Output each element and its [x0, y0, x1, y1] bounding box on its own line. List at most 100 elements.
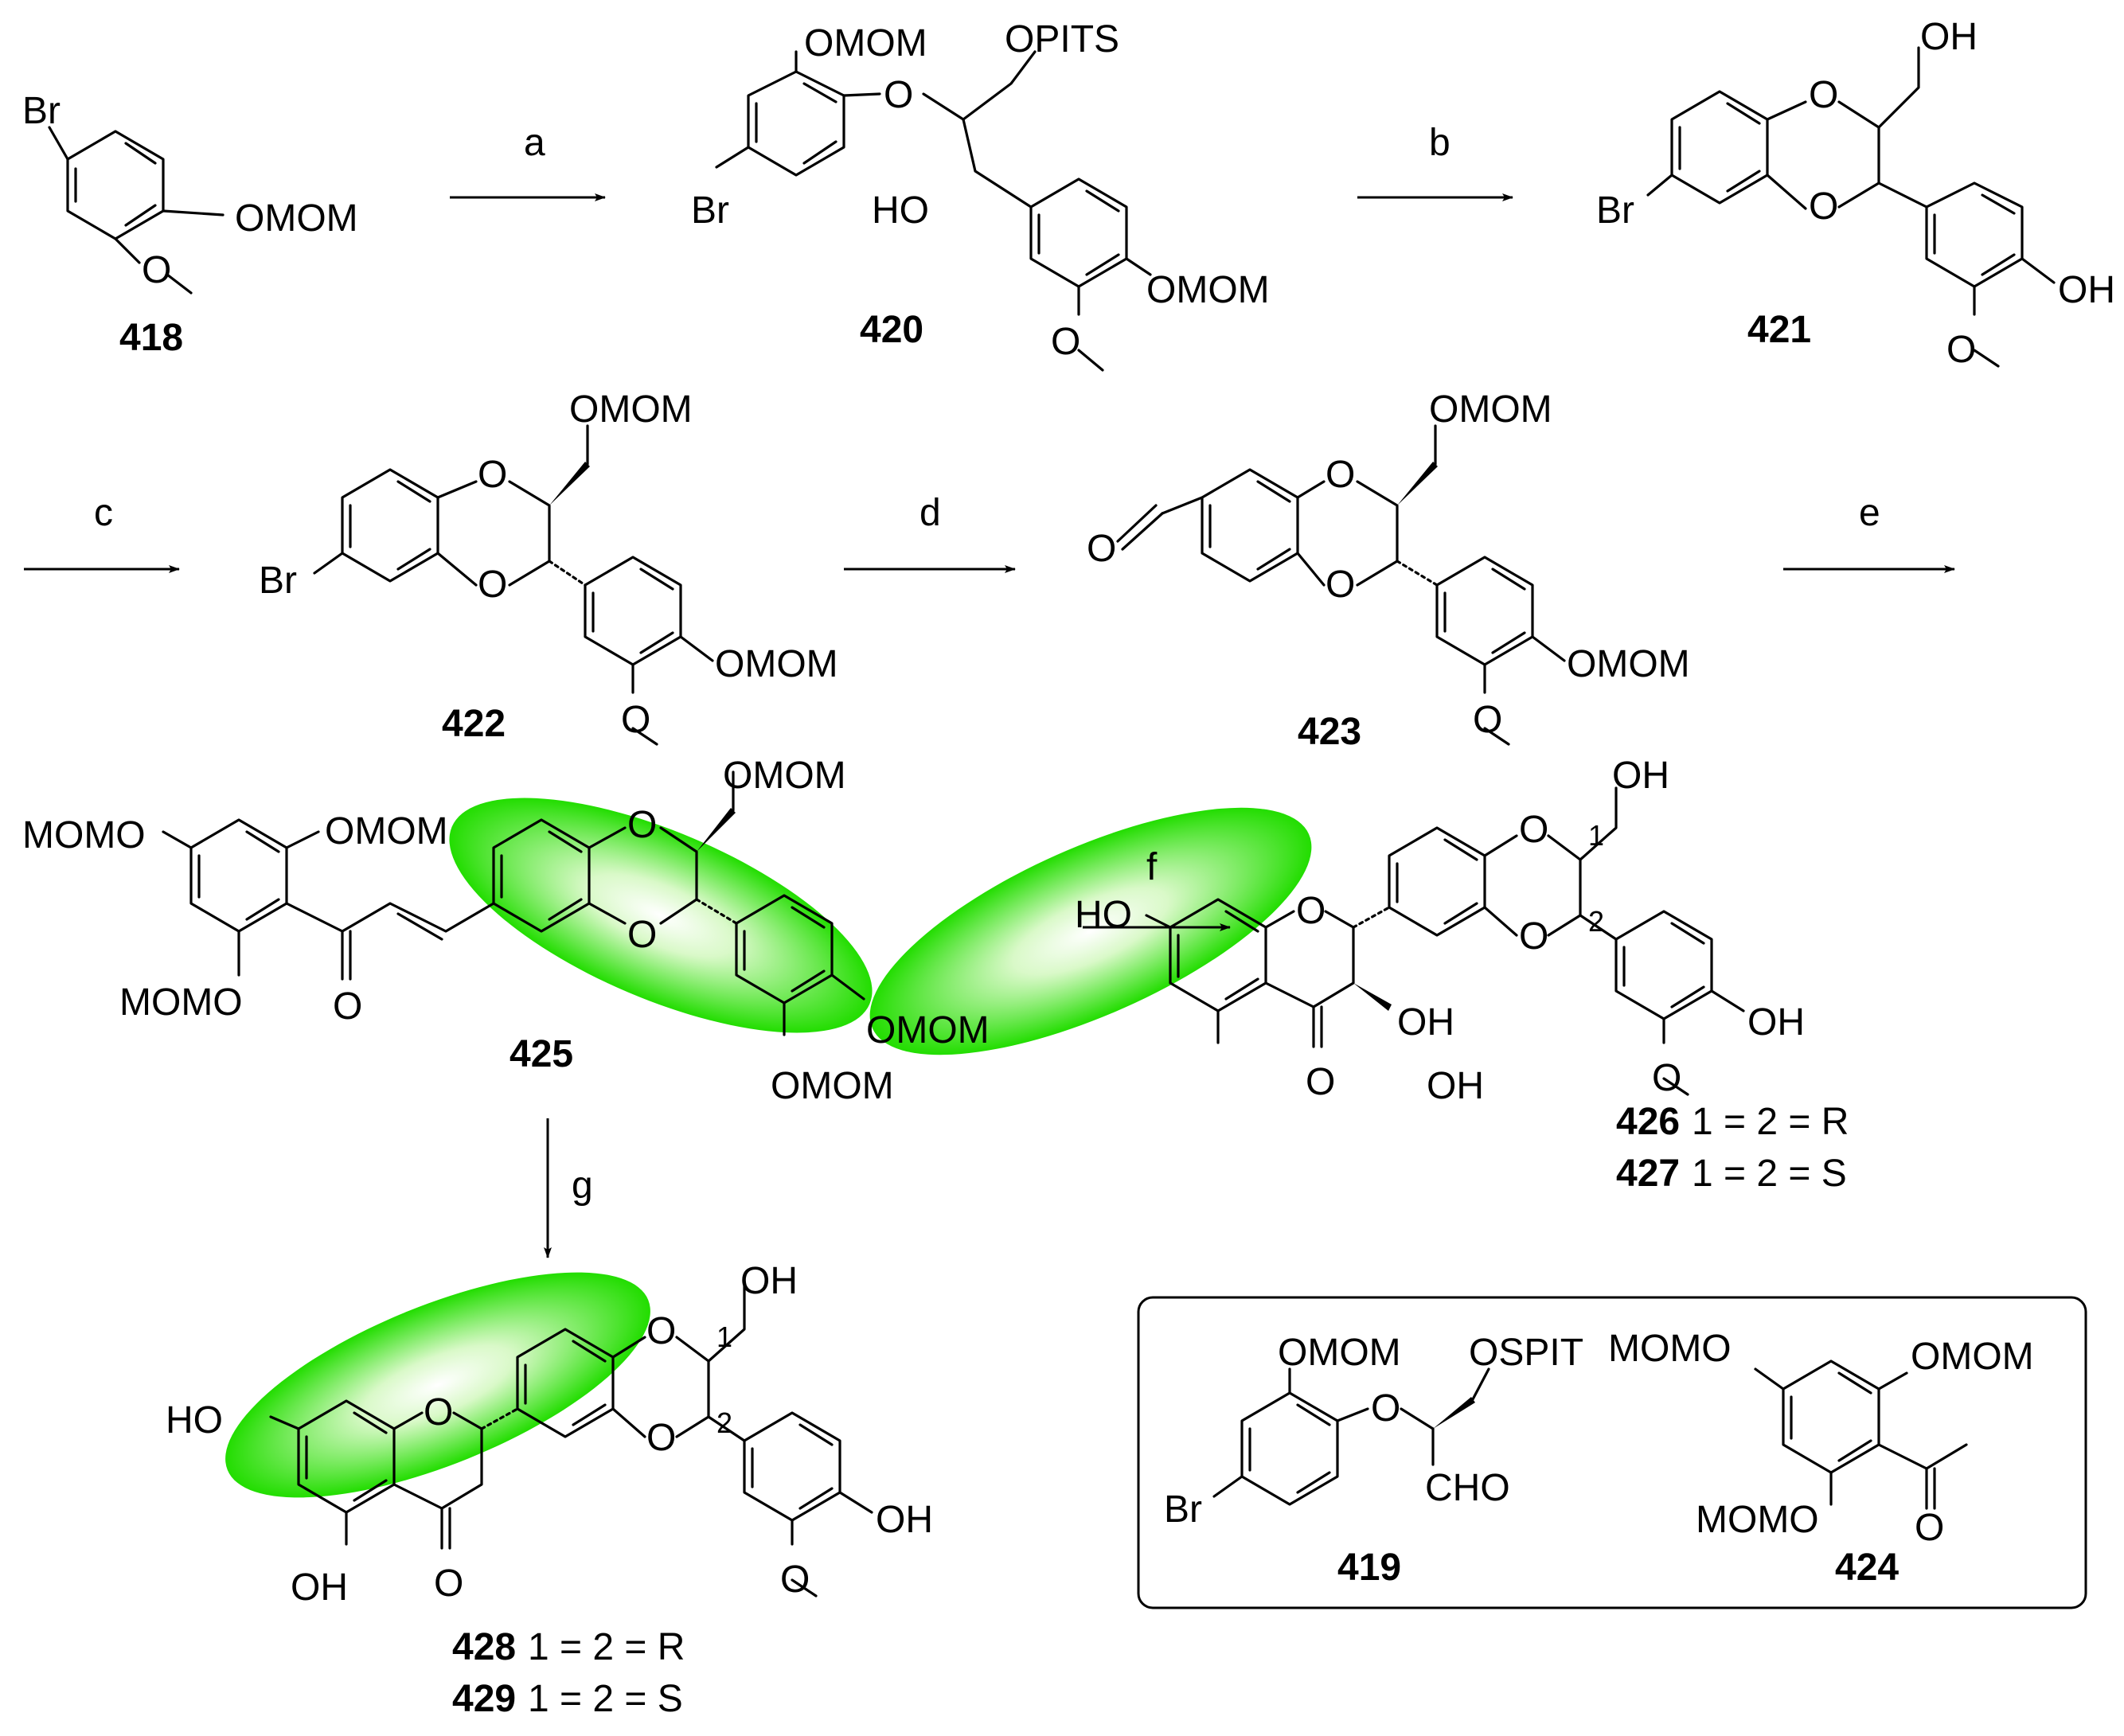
ether-o-label: O: [884, 74, 913, 116]
omom-top-label: OMOM: [804, 22, 927, 64]
stereo-assignment: 1 = 2 = S: [528, 1678, 683, 1720]
stereo-label-2: 2: [716, 1406, 732, 1439]
compound-number: 427: [1616, 1153, 1680, 1195]
compound-422: OMOM O O Br OMOM O 422: [259, 388, 838, 746]
ring-o-bottom-label: O: [646, 1417, 676, 1459]
br-label: Br: [259, 560, 297, 602]
omom-top-label: OMOM: [569, 388, 693, 431]
ketone-o-label: O: [434, 1562, 463, 1605]
ring-o-bottom-label: O: [478, 564, 507, 606]
compound-425: OMOM MOMO OMOM MOMO O O O OMOM OMOM 425: [22, 755, 990, 1107]
oh-top-label: OH: [1920, 16, 1978, 58]
methoxy-o-label: O: [1652, 1057, 1681, 1099]
arrow-g: g: [544, 1118, 593, 1258]
momo-bottom-label: MOMO: [119, 981, 243, 1024]
br-label: Br: [22, 90, 61, 132]
ring-o-bottom-label: O: [1519, 915, 1548, 958]
momo-top-label: MOMO: [1608, 1328, 1732, 1370]
omom-label: OMOM: [1278, 1332, 1401, 1374]
momo-left-label: MOMO: [22, 814, 146, 856]
oh-top-label: OH: [740, 1260, 798, 1302]
arrow-b: b: [1357, 122, 1513, 201]
label-426: 426 1 = 2 = R: [1616, 1101, 1849, 1143]
arrow-e: e: [1783, 492, 1955, 573]
compound-number: 423: [1298, 711, 1361, 753]
omom-top-label: OMOM: [723, 755, 846, 797]
br-label: Br: [691, 189, 729, 232]
omom-aryl-label: OMOM: [1146, 269, 1270, 311]
cho-label: CHO: [1425, 1467, 1510, 1509]
opits-label: OPITS: [1005, 18, 1119, 60]
compound-423: OMOM O O O OMOM O 423: [1087, 388, 1690, 753]
ring-o-bottom-label: O: [627, 914, 657, 956]
ring-o-top-label: O: [1809, 74, 1838, 116]
methoxy-o-label: O: [142, 249, 171, 291]
omom-ortho-label: OMOM: [325, 810, 448, 852]
arrow-f: f: [1083, 846, 1231, 931]
ketone-o-label: O: [1915, 1507, 1944, 1549]
ring-o-top-label: O: [646, 1310, 676, 1352]
arrow-c: c: [24, 492, 180, 573]
omom-top-label: OMOM: [1429, 388, 1552, 431]
compound-number: 426: [1616, 1101, 1680, 1143]
chroman-o-label: O: [424, 1391, 453, 1434]
oh-top-label: OH: [1612, 755, 1669, 797]
stereo-label-1: 1: [716, 1321, 732, 1353]
omom-aryl-label: OMOM: [1567, 643, 1690, 685]
highlight-425: [449, 798, 873, 1033]
arrow-label-b: b: [1429, 122, 1450, 164]
arrow-label-d: d: [919, 492, 941, 534]
methoxy-o-label: O: [1946, 329, 1976, 371]
oh-aryl-label: OH: [2058, 269, 2115, 311]
highlight-426: [869, 807, 1312, 1055]
ketone-o-label: O: [333, 985, 362, 1028]
arrow-label-a: a: [524, 122, 545, 164]
oh-3-label: OH: [1397, 1001, 1454, 1044]
compound-421: OH O O Br OH O 421: [1596, 16, 2115, 371]
stereo-label-2: 2: [1588, 905, 1604, 938]
compound-number: 420: [860, 309, 923, 351]
arrow-a: a: [450, 122, 606, 201]
methoxy-o-label: O: [621, 699, 650, 741]
omom-right-label: OMOM: [1911, 1336, 2034, 1378]
chroman-o-label: O: [1296, 890, 1326, 932]
arrow-d: d: [844, 492, 1016, 573]
momo-bottom-label: MOMO: [1696, 1499, 1819, 1541]
compound-number: 419: [1337, 1547, 1401, 1589]
ho-left-label: HO: [166, 1399, 223, 1441]
oh-aryl-label: OH: [876, 1499, 933, 1541]
ketone-o-label: O: [1306, 1061, 1335, 1103]
label-428: 428 1 = 2 = R: [452, 1626, 685, 1668]
compound-424: MOMO OMOM MOMO O 424: [1608, 1328, 2034, 1589]
br-label: Br: [1596, 189, 1634, 232]
oh-bottom-label: OH: [1427, 1065, 1484, 1107]
compound-420: OMOM OPITS O Br HO OMOM O 420: [691, 18, 1270, 372]
ho-label: HO: [872, 189, 929, 232]
ring-o-top-label: O: [478, 454, 507, 496]
compound-428-429: OH HO O OH O O O 1 2 OH O 428 1 = 2 = R …: [166, 1260, 933, 1720]
methoxy-o-label: O: [1473, 699, 1502, 741]
compound-number: 424: [1835, 1547, 1899, 1589]
methoxy-o-label: O: [1051, 321, 1080, 363]
aldehyde-o-label: O: [1087, 528, 1116, 570]
stereo-label-1: 1: [1588, 819, 1604, 852]
compound-number: 422: [442, 703, 506, 745]
omom-label: OMOM: [235, 197, 358, 240]
compound-number: 428: [452, 1626, 516, 1668]
compound-number: 425: [510, 1033, 573, 1075]
ring-o-top-label: O: [627, 804, 657, 846]
label-427: 427 1 = 2 = S: [1616, 1153, 1847, 1195]
stereo-assignment: 1 = 2 = S: [1692, 1153, 1847, 1195]
stereo-assignment: 1 = 2 = R: [1692, 1101, 1849, 1143]
arrow-label-f: f: [1146, 846, 1158, 888]
omom-para-label: OMOM: [866, 1009, 990, 1051]
arrow-label-e: e: [1859, 492, 1880, 534]
ring-o-top-label: O: [1519, 809, 1548, 851]
label-429: 429 1 = 2 = S: [452, 1678, 683, 1720]
omom-aryl-label: OMOM: [715, 643, 838, 685]
methoxy-o-label: O: [780, 1558, 810, 1601]
highlight-428: [225, 1272, 650, 1498]
ether-o-label: O: [1371, 1387, 1400, 1430]
compound-426-427: OH HO O OH OH O O O 1 2 OH O 426 1 = 2 =…: [1075, 755, 1849, 1195]
ho-left-label: HO: [1075, 894, 1132, 936]
